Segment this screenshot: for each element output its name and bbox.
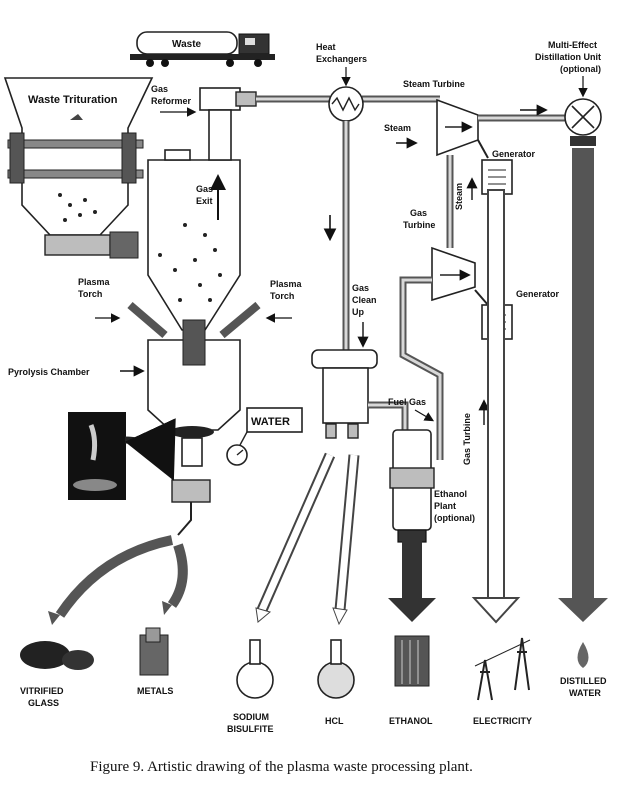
hcl-flask-icon bbox=[317, 639, 355, 699]
water-tank: WATER bbox=[226, 407, 303, 466]
vitrified-glass-label-2: GLASS bbox=[28, 698, 59, 708]
generator-top bbox=[481, 159, 513, 195]
generator-bottom-label: Generator bbox=[516, 289, 560, 299]
plasma-torch-left-label-1: Plasma bbox=[78, 277, 111, 287]
vitrified-glass-icon bbox=[20, 641, 94, 670]
plasma-torch-left-label-2: Torch bbox=[78, 289, 102, 299]
multi-effect-label-2: Distillation Unit bbox=[535, 52, 601, 62]
generator-top-label: Generator bbox=[492, 149, 536, 159]
gas-turbine bbox=[431, 246, 476, 302]
fuel-gas-label: Fuel Gas bbox=[388, 397, 426, 407]
ethanol-plant bbox=[389, 429, 435, 543]
gas-exit-label-2: Exit bbox=[196, 196, 213, 206]
steam-vertical-label: Steam bbox=[454, 183, 464, 210]
waste-truck-label: Waste bbox=[172, 39, 202, 50]
ethanol-label: ETHANOL bbox=[389, 716, 433, 726]
molten-glass-photo bbox=[68, 412, 176, 500]
steam-turbine-label: Steam Turbine bbox=[403, 79, 465, 89]
distillation-unit bbox=[564, 98, 602, 146]
gas-clean-up-vessel bbox=[311, 349, 378, 439]
electricity-label: ELECTRICITY bbox=[473, 716, 532, 726]
figure-caption: Figure 9. Artistic drawing of the plasma… bbox=[90, 759, 473, 775]
gas-turbine-label-1: Gas bbox=[410, 208, 427, 218]
gas-reformer-label-1: Gas bbox=[151, 84, 168, 94]
gas-clean-up-label-3: Up bbox=[352, 307, 364, 317]
gas-turbine-vertical-label: Gas Turbine bbox=[462, 413, 472, 465]
pyrolysis-chamber-label: Pyrolysis Chamber bbox=[8, 367, 90, 377]
distilled-water-label-1: DISTILLED bbox=[560, 676, 607, 686]
sodium-bisulfite-label-1: SODIUM bbox=[233, 712, 269, 722]
waste-trituration-hopper: Waste Trituration bbox=[3, 77, 154, 259]
hcl-label: HCL bbox=[325, 716, 344, 726]
steam-label: Steam bbox=[384, 123, 411, 133]
steam-turbine bbox=[436, 98, 479, 157]
plasma-torch-right-label-2: Torch bbox=[270, 291, 294, 301]
ethanol-pump-icon bbox=[394, 635, 430, 687]
waste-trituration-label: Waste Trituration bbox=[28, 94, 118, 106]
heat-exchangers-label-1: Heat bbox=[316, 42, 336, 52]
ethanol-plant-label-2: Plant bbox=[434, 501, 456, 511]
sodium-bisulfite-flask-icon bbox=[236, 639, 274, 699]
sodium-bisulfite-label-2: BISULFITE bbox=[227, 724, 274, 734]
metals-label: METALS bbox=[137, 686, 173, 696]
plasma-torch-right-label-1: Plasma bbox=[270, 279, 303, 289]
gas-clean-up-label-1: Gas bbox=[352, 283, 369, 293]
gas-reformer bbox=[199, 87, 257, 161]
gas-exit-label-1: Gas bbox=[196, 184, 213, 194]
gas-turbine-label-2: Turbine bbox=[403, 220, 435, 230]
gas-reformer-label-2: Reformer bbox=[151, 96, 192, 106]
electricity-pylons-icon bbox=[474, 637, 531, 701]
water-drop-icon bbox=[577, 642, 589, 668]
gas-clean-up-label-2: Clean bbox=[352, 295, 377, 305]
multi-effect-label-1: Multi-Effect bbox=[548, 40, 597, 50]
water-label: WATER bbox=[251, 416, 290, 428]
distilled-water-label-2: WATER bbox=[569, 688, 601, 698]
heat-exchangers-label-2: Exchangers bbox=[316, 54, 367, 64]
gas-particles bbox=[158, 223, 222, 302]
ethanol-plant-label-3: (optional) bbox=[434, 513, 475, 523]
vitrified-glass-label-1: VITRIFIED bbox=[20, 686, 64, 696]
metals-icon bbox=[139, 627, 169, 676]
heat-exchanger bbox=[328, 86, 364, 122]
waste-truck: Waste bbox=[130, 31, 275, 67]
multi-effect-label-3: (optional) bbox=[560, 64, 601, 74]
ethanol-plant-label-1: Ethanol bbox=[434, 489, 467, 499]
